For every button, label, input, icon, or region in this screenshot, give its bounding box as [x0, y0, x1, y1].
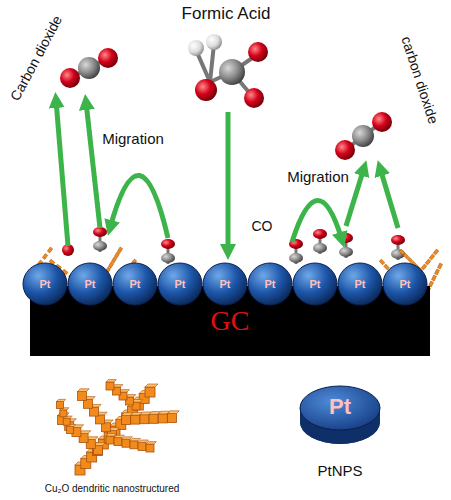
oxygen-atom — [195, 79, 217, 101]
pt-sphere: Pt — [22, 262, 68, 306]
hydrogen-atom — [206, 34, 222, 50]
cu2o-cube — [63, 416, 72, 425]
oxygen-atom — [244, 88, 264, 108]
oxygen-atom — [248, 42, 268, 62]
molecules — [60, 34, 405, 264]
migration-label: Migration — [287, 168, 349, 185]
oxygen-atom — [161, 239, 175, 249]
pt-nanoparticle: Pt — [296, 384, 384, 448]
cu2o-bit — [117, 247, 122, 253]
cu2o-cube — [78, 389, 90, 401]
oxygen-atom — [60, 68, 80, 88]
pt-sphere: Pt — [337, 262, 383, 306]
cu2o-bit — [114, 252, 119, 258]
caption-label: Cu₂O dendritic nanostructured — [45, 483, 180, 494]
cu2o-bit — [384, 264, 390, 270]
product-label: carbon dioxide — [398, 34, 441, 126]
carbon-atom — [93, 241, 107, 251]
cu2o-bit — [407, 257, 413, 263]
cu2o-cube — [145, 384, 158, 397]
migration-label: Migration — [102, 130, 164, 147]
cu2o-bit — [108, 262, 113, 268]
title-label: Formic Acid — [182, 4, 271, 24]
oxygen-atom — [98, 48, 118, 68]
pt-label: Pt — [40, 278, 51, 290]
cu2o-bit — [429, 254, 434, 260]
cu2o-cube — [146, 442, 156, 452]
pt-sphere: Pt — [382, 262, 428, 306]
cu2o-bit — [433, 249, 438, 255]
carbon-atom — [352, 125, 374, 147]
cu2o-bit — [42, 254, 47, 260]
pt-label: Pt — [175, 278, 186, 290]
species-label: CO — [252, 218, 273, 234]
pt-sphere: Pt — [67, 262, 113, 306]
cu2o-cube — [57, 399, 66, 408]
carbon-atom — [161, 253, 175, 263]
cu2o-bit — [399, 249, 405, 255]
pt-label: Pt — [265, 278, 276, 290]
cu2o-bit — [435, 269, 440, 275]
carbon-atom — [391, 249, 405, 259]
cu2o-bit — [432, 275, 437, 281]
oxygen-atom — [391, 235, 405, 245]
oxygen-atom — [93, 227, 107, 237]
oxygen-atom — [372, 112, 392, 132]
hydrogen-atom — [188, 40, 204, 56]
pt-sphere: Pt — [292, 262, 338, 306]
cu2o-bit — [111, 257, 116, 263]
cu2o-bit — [421, 264, 426, 270]
pt-label: Pt — [220, 278, 231, 290]
carbon-atom — [313, 243, 327, 253]
carbon-atom — [78, 57, 100, 79]
pt-sphere: Pt — [247, 262, 293, 306]
cu2o-bit — [425, 259, 430, 265]
cu2o-bit — [379, 259, 385, 265]
pt-label: Pt — [85, 278, 96, 290]
cu2o-bit — [438, 263, 443, 269]
electrode-label: GC — [211, 305, 250, 337]
carbon-atom — [339, 247, 353, 257]
cu2o-cube — [168, 411, 180, 423]
oxygen-atom — [313, 229, 327, 239]
cu2o-dendrites — [27, 247, 442, 475]
green-arrows — [56, 100, 398, 252]
cu2o-cube — [60, 408, 69, 417]
pt-label: Pt — [329, 394, 351, 420]
pt-sphere: Pt — [157, 262, 203, 306]
carbon-atom — [219, 59, 245, 85]
product-label: Carbon dioxide — [7, 13, 65, 104]
cu2o-bit — [403, 253, 409, 259]
pt-label: Pt — [355, 278, 366, 290]
oxygen-atom — [335, 140, 355, 160]
cu2o-cube — [67, 424, 76, 433]
pt-label: Pt — [130, 278, 141, 290]
pt-sphere: Pt — [202, 262, 248, 306]
cu2o-cube — [106, 380, 116, 390]
carbon-atom — [289, 253, 303, 263]
pt-sphere: Pt — [112, 262, 158, 306]
cu2o-bit — [47, 247, 52, 253]
caption-label: PtNPS — [317, 462, 362, 479]
pt-label: Pt — [400, 278, 411, 290]
pt-label: Pt — [310, 278, 321, 290]
